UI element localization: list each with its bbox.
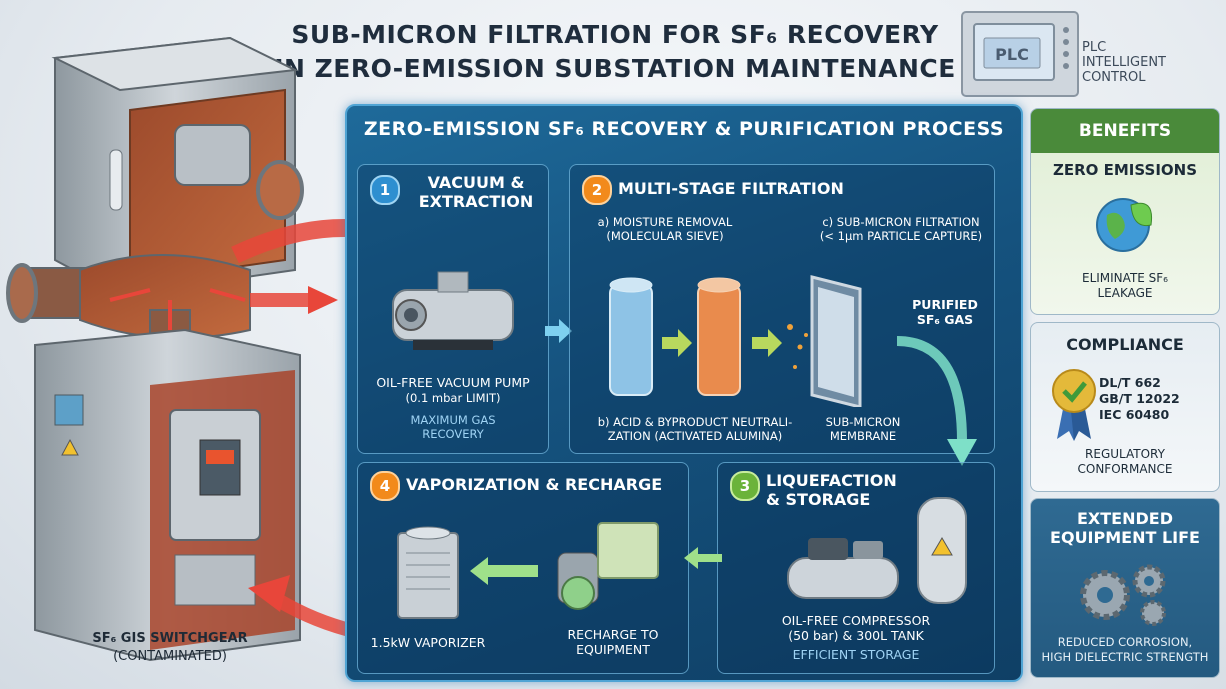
flow-arrow-3-4 <box>684 547 722 569</box>
process-title: ZERO-EMISSION SF₆ RECOVERY & PURIFICATIO… <box>363 118 1005 140</box>
vacuum-pump-label: OIL-FREE VACUUM PUMP <box>376 375 530 390</box>
stage-4-vaporization-recharge: 4 VAPORIZATION & RECHARGE 1.5kW VAPORIZE… <box>357 462 689 674</box>
stage-3-benefit: EFFICIENT STORAGE <box>792 647 920 662</box>
process-panel: ZERO-EMISSION SF₆ RECOVERY & PURIFICATIO… <box>345 104 1023 682</box>
plc-screen-text: PLC <box>995 45 1029 64</box>
stage-1-number: 1 <box>370 175 400 205</box>
stage-2-title: MULTI-STAGE FILTRATION <box>618 179 844 198</box>
stage-3-number: 3 <box>730 471 760 501</box>
stage-3-liquefaction-storage: 3 LIQUEFACTION & STORAGE OIL-FREE COMPRE… <box>717 462 995 674</box>
zero-emissions-title: ZERO EMISSIONS <box>1052 161 1198 179</box>
stage-2-number: 2 <box>582 175 612 205</box>
stage-4-title: VAPORIZATION & RECHARGE <box>406 475 663 494</box>
filtration-train-icon <box>609 275 862 407</box>
globe-leaf-icon <box>1096 198 1153 252</box>
title-line-1: SUB-MICRON FILTRATION FOR SF₆ RECOVERY <box>291 20 939 49</box>
gis-switchgear-illustration <box>6 36 345 662</box>
vaporizer-recharge-icon <box>397 522 659 619</box>
flow-arrow-1-2 <box>545 319 572 343</box>
stage-4-number: 4 <box>370 471 400 501</box>
flow-arrow-2-3 <box>896 336 977 466</box>
gears-icon <box>1080 564 1166 626</box>
compliance-text: REGULATORY CONFORMANCE <box>1077 447 1173 476</box>
plc-label: PLC INTELLIGENT CONTROL <box>1082 40 1166 85</box>
stage-1-benefit: MAXIMUM GAS RECOVERY <box>410 413 496 441</box>
certification-badge-icon <box>1052 369 1096 441</box>
stage-2-multi-stage-filtration: 2 MULTI-STAGE FILTRATION a) MOISTURE REM… <box>569 164 995 454</box>
purified-gas-label: PURIFIED SF₆ GAS <box>912 297 978 327</box>
benefits-title: BENEFITS <box>1078 121 1172 141</box>
compressor-label: OIL-FREE COMPRESSOR (50 bar) & 300L TANK <box>781 613 931 643</box>
benefits-zero-emissions-card: BENEFITS ZERO EMISSIONS ELIMINATE SF₆ LE… <box>1030 108 1220 315</box>
page-title: SUB-MICRON FILTRATION FOR SF₆ RECOVERY I… <box>270 18 960 86</box>
vaporizer-label: 1.5kW VAPORIZER <box>370 635 486 650</box>
recharge-label: RECHARGE TO EQUIPMENT <box>567 627 659 657</box>
plc-panel-icon: PLC <box>961 11 1079 97</box>
title-line-2: IN ZERO-EMISSION SUBSTATION MAINTENANCE <box>274 54 956 83</box>
compliance-standards: DL/T 662 GB/T 12022 IEC 60480 <box>1099 375 1180 422</box>
moisture-removal-label: a) MOISTURE REMOVAL (MOLECULAR SIEVE) <box>597 215 733 243</box>
membrane-label: SUB-MICRON MEMBRANE <box>825 415 901 443</box>
stage-3-title: LIQUEFACTION & STORAGE <box>766 471 897 509</box>
sub-micron-filtration-label: c) SUB-MICRON FILTRATION (< 1μm PARTICLE… <box>819 215 983 243</box>
compressor-tank-icon <box>787 497 967 604</box>
benefits-compliance-card: COMPLIANCE DL/T 662 GB/T 12022 IEC 60480… <box>1030 322 1220 492</box>
zero-emissions-text: ELIMINATE SF₆ LEAKAGE <box>1081 271 1168 300</box>
stage-1-vacuum-extraction: 1 VACUUM & EXTRACTION OIL-FREE VACUUM PU… <box>357 164 549 454</box>
equipment-life-title: EXTENDED EQUIPMENT LIFE <box>1050 509 1200 547</box>
compliance-title: COMPLIANCE <box>1066 335 1184 354</box>
switchgear-label: SF₆ GIS SWITCHGEAR (CONTAMINATED) <box>92 631 248 664</box>
neutralization-label: b) ACID & BYPRODUCT NEUTRALI- ZATION (AC… <box>597 415 793 443</box>
benefits-equipment-life-card: EXTENDED EQUIPMENT LIFE REDUCED CORROSIO… <box>1030 498 1220 678</box>
equipment-life-text: REDUCED CORROSION, HIGH DIELECTRIC STREN… <box>1041 635 1209 664</box>
vacuum-pump-spec: (0.1 mbar LIMIT) <box>405 391 501 405</box>
stage-1-title: VACUUM & EXTRACTION <box>418 173 534 211</box>
vacuum-pump-icon <box>392 271 514 350</box>
